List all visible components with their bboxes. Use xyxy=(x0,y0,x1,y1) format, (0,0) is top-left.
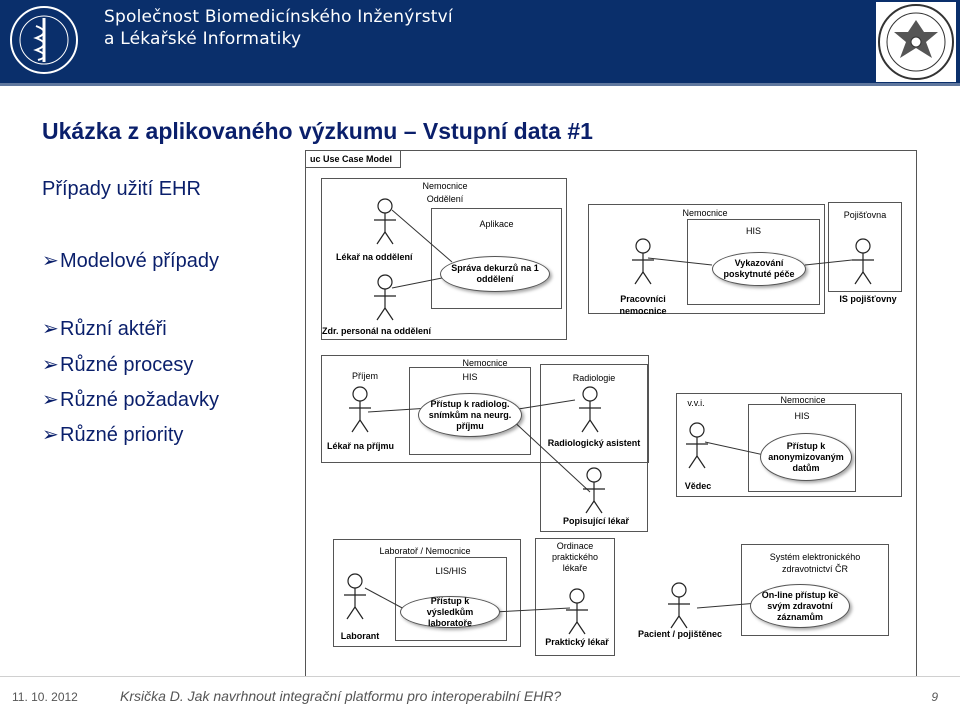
actor-pracovnici-line2: nemocnice xyxy=(619,306,667,316)
usecase-pristup-radiolog[interactable]: Přístup k radiolog.snímkům na neurg.příj… xyxy=(418,393,522,437)
footer-divider xyxy=(0,676,960,677)
label-prakticke: praktického xyxy=(551,552,599,562)
bullet-text: Různí aktéři xyxy=(60,318,167,340)
boundary-laborator xyxy=(333,539,521,647)
label-system-ezcr: zdravotnictví ČR xyxy=(781,564,849,574)
actor-is-pojistovny: IS pojišťovny xyxy=(839,294,897,304)
boundary-pojistovna xyxy=(828,202,902,292)
boundary-vvi xyxy=(676,393,902,497)
usecase-text: snímkům na neurg. xyxy=(428,409,512,420)
arrow-bullet-icon: ➢ xyxy=(42,318,59,340)
bullet-text: Různé procesy xyxy=(60,354,194,376)
usecase-text: On-line přístup ke xyxy=(761,589,839,600)
usecase-text: záznamům xyxy=(776,611,823,622)
header-stripe xyxy=(0,83,960,86)
usecase-text: datům xyxy=(792,462,820,473)
university-seal-icon xyxy=(876,2,956,82)
arrow-bullet-icon: ➢ xyxy=(42,354,59,376)
label-oddeleni: Oddělení xyxy=(426,194,464,204)
boundary-nemocnice-his xyxy=(588,204,825,314)
organization-title-line2: a Lékařské Informatiky xyxy=(104,29,302,49)
label-laborator: Laboratoř / Nemocnice xyxy=(379,546,471,556)
bullet-item: ➢Různí aktéři xyxy=(42,316,167,341)
actor-lekar-oddeleni: Lékař na oddělení xyxy=(336,252,413,262)
actor-pracovnici: Pracovníci xyxy=(620,294,666,304)
actor-prakticky-lekar: Praktický lékař xyxy=(545,637,609,647)
diagram-tab-label: uc Use Case Model xyxy=(306,151,402,168)
usecase-text: Přístup k xyxy=(786,440,826,451)
label-radiologie: Radiologie xyxy=(572,373,616,383)
label-nemocnice: Nemocnice xyxy=(682,208,728,218)
label-his: HIS xyxy=(462,372,478,382)
arrow-bullet-icon: ➢ xyxy=(42,424,59,446)
usecase-text: Správa dekurzů na 1 xyxy=(451,263,539,273)
society-logo-icon xyxy=(10,6,78,74)
actor-vedec: Vědec xyxy=(684,481,712,491)
actor-pacient: Pacient / pojištěnec xyxy=(637,629,723,639)
bullet-item: ➢Různé procesy xyxy=(42,352,193,377)
page-number: 9 xyxy=(931,690,938,704)
usecase-text: Přístup k výsledkům xyxy=(426,595,474,617)
label-aplikace: Aplikace xyxy=(479,219,514,229)
organization-title: Společnost Biomedicínského Inženýrství a… xyxy=(104,6,453,50)
usecase-text: Vykazování xyxy=(734,258,784,268)
usecase-text: svým zdravotní xyxy=(767,600,833,611)
arrow-bullet-icon: ➢ xyxy=(42,389,59,411)
label-nemocnice: Nemocnice xyxy=(780,395,826,405)
boundary-radiologie xyxy=(540,364,648,532)
footer-citation: Krsička D. Jak navrhnout integrační plat… xyxy=(120,688,562,704)
actor-zdr-personal: Zdr. personál na oddělení xyxy=(322,326,432,336)
bullet-text: Různé priority xyxy=(60,424,184,446)
footer-date: 11. 10. 2012 xyxy=(12,690,78,704)
label-system-ezcr: Systém elektronického xyxy=(769,552,861,562)
actor-radiologicky-asistent: Radiologický asistent xyxy=(547,438,641,448)
bullet-text: Různé požadavky xyxy=(60,389,219,411)
label-ordinace: Ordinace xyxy=(556,541,594,551)
usecase-text: oddělení xyxy=(476,274,514,284)
bullet-item: ➢Různé požadavky xyxy=(42,387,219,412)
usecase-text: Přístup k radiolog. xyxy=(430,398,510,409)
label-pojistovna: Pojišťovna xyxy=(843,210,887,220)
actor-lekar-prijmu: Lékař na příjmu xyxy=(327,441,395,451)
bullet-text: Modelové případy xyxy=(60,250,219,272)
boundary-nemocnice-prijem xyxy=(321,355,649,463)
slide-subtitle: Případy užití EHR xyxy=(42,178,201,200)
arrow-bullet-icon: ➢ xyxy=(42,250,59,272)
label-prijem: Příjem xyxy=(351,371,378,381)
label-his: HIS xyxy=(794,411,810,421)
label-his: HIS xyxy=(745,226,761,236)
usecase-text: anonymizovaným xyxy=(768,451,844,462)
label-nemocnice: Nemocnice xyxy=(422,181,468,191)
usecase-text: poskytnuté péče xyxy=(723,269,795,279)
boundary-nemocnice-oddeleni xyxy=(321,178,567,340)
header-band: Společnost Biomedicínského Inženýrství a… xyxy=(0,0,960,86)
bullet-item: ➢Různé priority xyxy=(42,422,183,447)
slide-title: Ukázka z aplikovaného výzkumu – Vstupní … xyxy=(42,118,593,144)
boundary-ordinace xyxy=(535,538,615,656)
actor-laborant: Laborant xyxy=(340,631,380,641)
bullet-item: ➢Modelové případy xyxy=(42,248,219,273)
boundary-system-ezcr xyxy=(741,544,889,636)
label-nemocnice: Nemocnice xyxy=(462,358,508,368)
usecase-text: příjmu xyxy=(456,420,484,431)
label-lekare: lékaře xyxy=(562,563,588,573)
actor-popisujici-lekar: Popisující lékař xyxy=(562,516,630,526)
label-vvi: v.v.i. xyxy=(687,398,705,408)
label-lis-his: LIS/HIS xyxy=(435,566,467,576)
usecase-text: laboratoře xyxy=(427,617,472,628)
organization-title-line1: Společnost Biomedicínského Inženýrství xyxy=(104,7,453,27)
